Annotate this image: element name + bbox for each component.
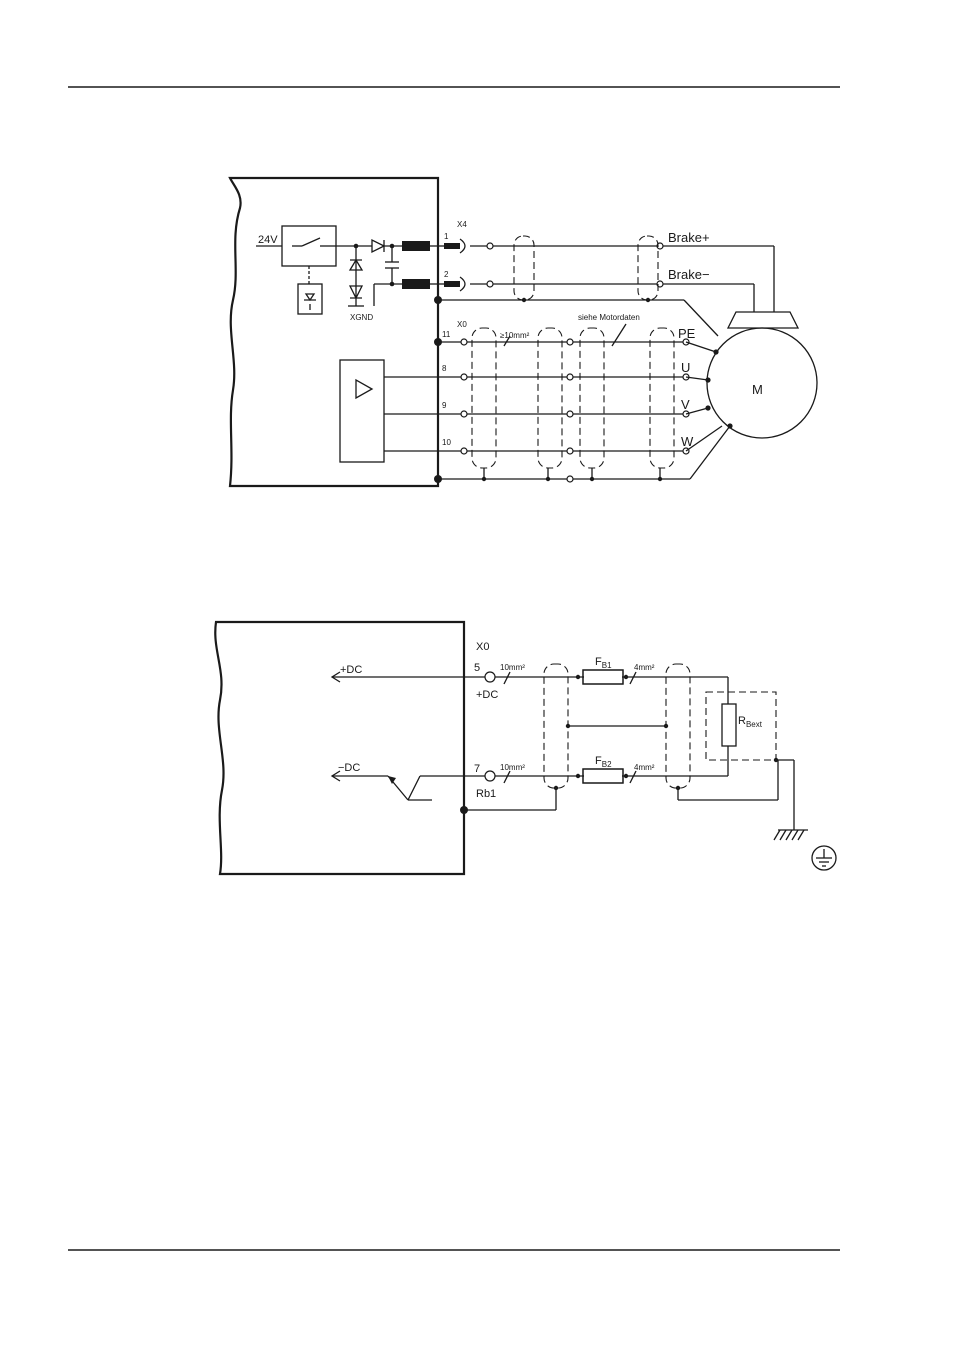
motor-label: M	[752, 382, 763, 397]
cross-section-label: 4mm²	[634, 763, 655, 772]
cross-section-label: 10mm²	[500, 763, 525, 772]
ferrite-core	[402, 279, 430, 289]
v-label: V	[681, 397, 690, 412]
cross-section-label: 4mm²	[634, 663, 655, 672]
optocoupler-icon	[297, 283, 323, 315]
pin-7-label: 7	[474, 763, 480, 775]
dc-link-diagram: X0 5 7 +DC Rb1 +DC −DC 10mm² 10mm²	[214, 620, 837, 876]
diode-icon	[348, 258, 364, 271]
plus-dc-pin-label: +DC	[476, 689, 498, 701]
w-label: W	[681, 434, 694, 449]
cable-shield	[649, 327, 675, 469]
cable-shield	[537, 327, 563, 469]
cable-shield	[543, 663, 569, 789]
protective-earth-icon	[811, 845, 837, 871]
pin-8-label: 8	[442, 364, 447, 373]
terminal-row	[460, 338, 690, 455]
brake-icon	[726, 311, 800, 329]
connector-x0-label: X0	[476, 641, 489, 653]
pe-label: PE	[678, 326, 696, 341]
amplifier-triangle-icon	[355, 378, 374, 400]
motor-connection-diagram: 24V XGND X4	[228, 176, 818, 488]
connector-x4-label: X4	[457, 220, 467, 229]
plus-dc-internal-label: +DC	[340, 664, 362, 676]
cross-section-label: ≥10mm²	[500, 331, 530, 340]
fuse-1-label: FB1	[595, 656, 612, 670]
cross-section-label: 10mm²	[500, 663, 525, 672]
connector-x0-label: X0	[457, 320, 467, 329]
terminal-rb1	[484, 770, 496, 782]
siehe-motordaten-label: siehe Motordaten	[578, 313, 640, 322]
diode-icon	[348, 285, 364, 300]
resistor-housing	[705, 691, 777, 761]
transistor-icon	[388, 776, 396, 784]
pin-1-label: 1	[444, 232, 449, 241]
resistor-label: RBext	[738, 715, 763, 729]
resistor-rbext	[721, 703, 737, 747]
pin-11-label: 11	[442, 330, 451, 339]
minus-dc-internal-label: −DC	[338, 762, 360, 774]
xgnd-label: XGND	[350, 313, 373, 322]
diode-icon	[371, 238, 386, 254]
terminal-plus-dc	[484, 671, 496, 683]
supply-label: 24V	[258, 234, 278, 246]
brake-plus-label: Brake+	[668, 230, 710, 245]
pin-9-label: 9	[442, 401, 447, 410]
motor-icon	[706, 327, 818, 439]
rb1-pin-label: Rb1	[476, 788, 496, 800]
brake-minus-label: Brake−	[668, 267, 710, 282]
chassis-ground-icon	[773, 829, 805, 841]
amplifier-housing	[228, 176, 440, 488]
fuse-2-label: FB2	[595, 755, 612, 769]
amplifier-housing	[214, 620, 466, 876]
cable-shield	[579, 327, 605, 469]
pin-5-label: 5	[474, 662, 480, 674]
pin-2-label: 2	[444, 270, 449, 279]
output-stage-box	[339, 359, 385, 463]
u-label: U	[681, 360, 690, 375]
pin-10-label: 10	[442, 438, 451, 447]
ferrite-core	[402, 241, 430, 251]
cable-shield	[665, 663, 691, 789]
cable-shield	[471, 327, 497, 469]
